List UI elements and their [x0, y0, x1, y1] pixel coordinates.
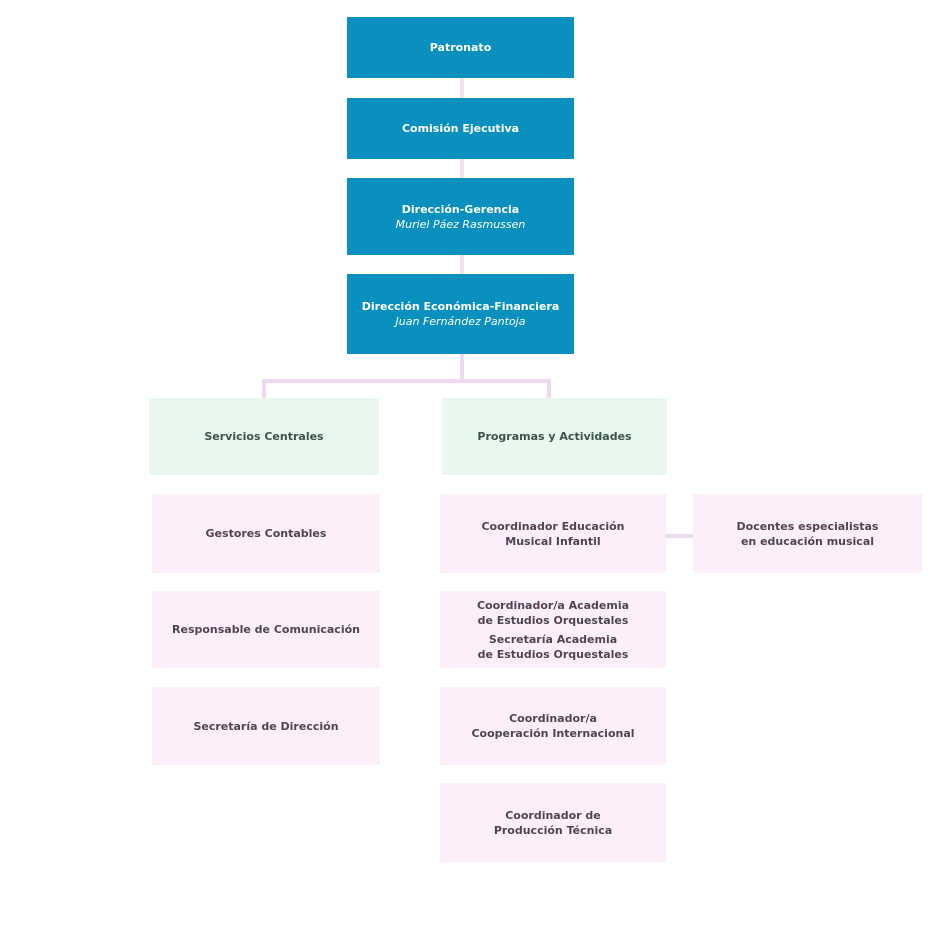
connector-educacion-docentes [666, 534, 693, 538]
node-direccion-gerencia-person: Muriel Páez Rasmussen [395, 217, 526, 231]
node-produccion-tecnica-label: Coordinador de Producción Técnica [493, 808, 613, 837]
connector-branch-stem [460, 354, 464, 379]
connector-patronato-comision [460, 78, 464, 98]
node-direccion-economica-person: Juan Fernández Pantoja [395, 315, 526, 328]
node-academia-estudios-orquestales: Coordinador/a Academia de Estudios Orque… [440, 591, 666, 668]
node-responsable-comunicacion: Responsable de Comunicación [152, 591, 380, 668]
node-comision-ejecutiva-label: Comisión Ejecutiva [401, 122, 520, 135]
node-cooperacion-internacional-label: Coordinador/a Cooperación Internacional [471, 712, 635, 740]
node-direccion-economica-financiera: Dirección Económica-Financiera Juan Fern… [347, 274, 574, 354]
node-comision-ejecutiva: Comisión Ejecutiva [347, 98, 574, 159]
node-secretaria-direccion-label: Secretaría de Dirección [193, 719, 339, 733]
node-gestores-contables: Gestores Contables [152, 494, 380, 573]
node-academia-secretaria-label: Secretaría Academia de Estudios Orquesta… [477, 632, 629, 661]
node-produccion-tecnica: Coordinador de Producción Técnica [440, 783, 666, 862]
node-patronato-label: Patronato [429, 41, 492, 54]
node-direccion-economica-label: Dirección Económica-Financiera [361, 300, 560, 313]
node-direccion-gerencia-label: Dirección-Gerencia [401, 202, 520, 216]
node-academia-coordinador-label: Coordinador/a Academia de Estudios Orque… [476, 598, 630, 627]
node-direccion-gerencia: Dirección-Gerencia Muriel Páez Rasmussen [347, 178, 574, 255]
node-docentes-especialistas: Docentes especialistas en educación musi… [693, 494, 922, 573]
node-responsable-comunicacion-label: Responsable de Comunicación [172, 623, 360, 636]
connector-branch-drop-left [262, 383, 266, 398]
connector-gerencia-economica [460, 255, 464, 274]
node-servicios-centrales-label: Servicios Centrales [204, 430, 324, 443]
connector-branch-drop-right [547, 383, 551, 398]
node-cooperacion-internacional: Coordinador/a Cooperación Internacional [440, 687, 666, 765]
node-gestores-contables-label: Gestores Contables [205, 527, 327, 540]
node-docentes-especialistas-label: Docentes especialistas en educación musi… [736, 519, 879, 548]
node-coordinador-educacion-musical-label: Coordinador Educación Musical Infantil [481, 519, 625, 548]
node-programas-actividades-label: Programas y Actividades [477, 430, 632, 443]
connector-branch-bar [262, 379, 551, 383]
node-servicios-centrales: Servicios Centrales [149, 398, 379, 475]
node-patronato: Patronato [347, 17, 574, 78]
connector-comision-gerencia [460, 159, 464, 178]
node-programas-actividades: Programas y Actividades [442, 398, 667, 475]
node-coordinador-educacion-musical: Coordinador Educación Musical Infantil [440, 494, 666, 573]
node-secretaria-direccion: Secretaría de Dirección [152, 687, 380, 765]
